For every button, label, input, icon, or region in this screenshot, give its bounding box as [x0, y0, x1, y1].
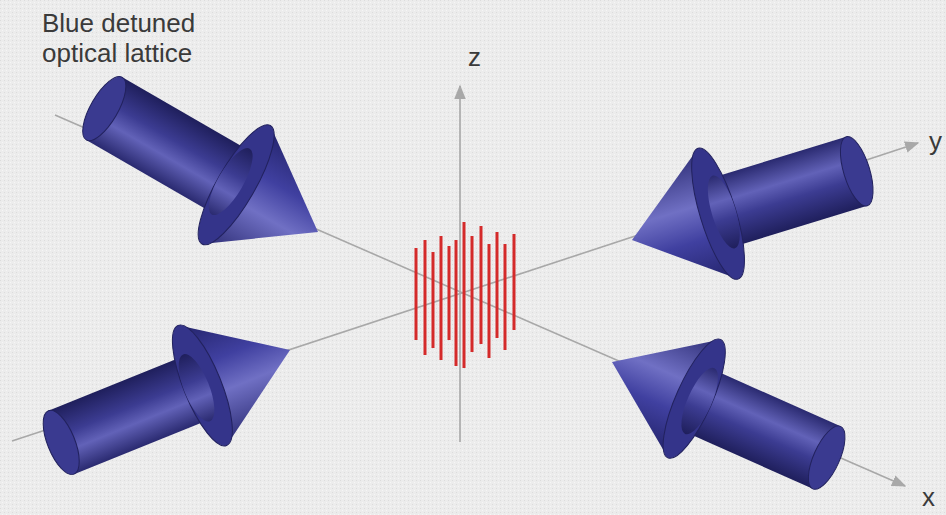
lattice-lines	[416, 222, 514, 368]
laser-beam	[24, 290, 314, 508]
laser-beam	[586, 303, 865, 515]
axis-label: x	[922, 482, 935, 512]
axis-label: y	[929, 126, 942, 156]
axis-label: z	[468, 42, 481, 72]
laser-beam	[612, 102, 889, 305]
z-axis	[459, 86, 461, 442]
diagram-title: Blue detuned optical lattice	[42, 8, 242, 68]
laser-beam	[58, 43, 352, 292]
